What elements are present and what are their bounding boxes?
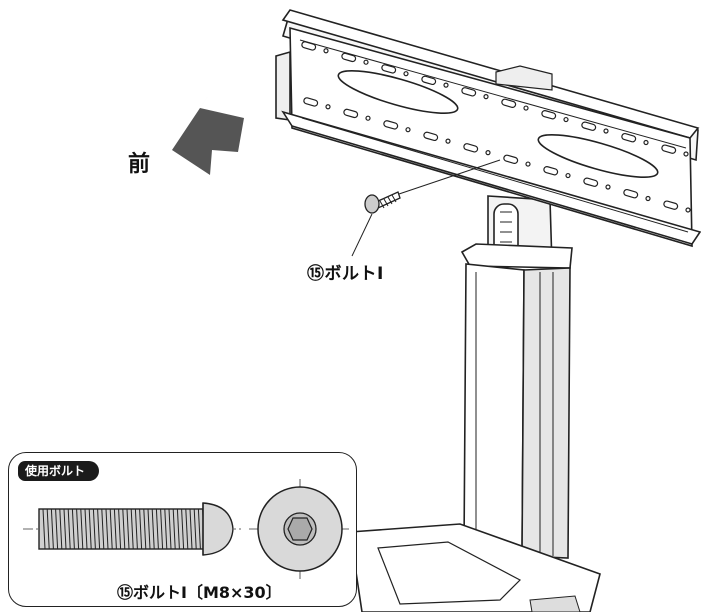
thread-line (42, 508, 46, 550)
plate-hole (405, 127, 411, 133)
thread-line (130, 508, 134, 550)
plate-hole (605, 184, 611, 190)
bolt-threaded-shaft (38, 508, 206, 550)
plate-slot (341, 52, 357, 63)
plate-hole (645, 195, 651, 202)
plate-slot (421, 75, 437, 86)
thread-line (134, 508, 138, 550)
thread-line (168, 508, 172, 550)
thread-line (189, 508, 193, 550)
plate-slot (623, 188, 639, 199)
hex-socket-icon (287, 517, 313, 541)
thread-line (151, 508, 155, 550)
thread-line (139, 508, 143, 550)
thread-line (181, 508, 185, 550)
thread-line (50, 508, 54, 550)
front-direction-label: 前 (128, 152, 151, 177)
plate-slots (301, 41, 691, 213)
plate-hole (365, 115, 371, 121)
thread-line (59, 508, 63, 550)
plate-hole (325, 104, 331, 110)
thread-line (172, 508, 176, 550)
plate-slot (543, 166, 559, 176)
plate-slot (581, 121, 597, 131)
plate-hole (485, 150, 491, 156)
bolt-in-scene (364, 191, 401, 214)
plate-hole (685, 207, 691, 213)
thread-line (80, 508, 84, 550)
thread-line (46, 508, 50, 550)
plate-slot (383, 120, 399, 130)
thread-line (88, 508, 92, 550)
mounting-plate (275, 9, 701, 248)
plate-slot (301, 41, 317, 51)
thread-line (113, 508, 117, 550)
thread-line (97, 508, 101, 550)
plate-slot (303, 97, 319, 107)
thread-line (197, 508, 201, 550)
thread-line (76, 508, 80, 550)
bolt-leader-line (398, 159, 501, 195)
thread-line (84, 508, 88, 550)
plate-slot (381, 64, 397, 74)
thread-line (92, 508, 96, 550)
plate-hole (643, 139, 649, 146)
plate-hole (483, 94, 489, 100)
thread-line (155, 508, 159, 550)
thread-line (55, 508, 59, 550)
bolt-detail-caption: ⑮ボルトI〔M8×30〕 (117, 583, 282, 602)
front-direction-arrow-icon (172, 96, 244, 175)
thread-line (160, 508, 164, 550)
plate-slot (661, 144, 677, 154)
plate-hole (603, 128, 609, 134)
thread-line (143, 508, 147, 550)
plate-slot (423, 131, 439, 142)
thread-line (105, 508, 109, 550)
bolt-callout-label: ⑮ボルトI (307, 264, 384, 284)
thread-line (109, 508, 113, 550)
thread-line (193, 508, 197, 550)
plate-hole (445, 138, 451, 144)
plate-hole (443, 82, 449, 88)
plate-hole (683, 151, 689, 157)
stand-column (460, 195, 573, 559)
thread-line (63, 508, 67, 550)
plate-slot (621, 132, 637, 143)
thread-line (122, 508, 126, 550)
plate-slot (663, 200, 679, 210)
plate-slot (461, 87, 477, 97)
plate-hole (323, 48, 329, 54)
thread-line (67, 508, 71, 550)
thread-line (71, 508, 75, 550)
plate-hole (525, 161, 531, 167)
thread-line (164, 508, 168, 550)
plate-slot (501, 98, 517, 108)
plate-hole (563, 116, 569, 123)
plate-hole (363, 59, 369, 65)
thread-line (185, 508, 189, 550)
thread-line (176, 508, 180, 550)
plate-slot (463, 143, 479, 153)
thread-line (147, 508, 151, 550)
plate-slot (503, 154, 519, 164)
thread-line (118, 508, 122, 550)
bolt-detail-box: 使用ボルト ⑮ボルトI〔M8×30〕 (8, 452, 357, 607)
plate-slot (343, 108, 359, 119)
plate-hole (403, 71, 409, 77)
thread-line (101, 508, 105, 550)
plate-slot (541, 110, 557, 120)
bolt-detail-drawing (23, 479, 351, 579)
thread-line (126, 508, 130, 550)
plate-hole (565, 172, 571, 179)
plate-hole (523, 105, 529, 111)
plate-slot (583, 177, 599, 187)
bolt-head-side-view (202, 502, 234, 556)
base-shelf (349, 523, 601, 612)
bolt-head-front-view (249, 479, 351, 579)
used-bolt-badge: 使用ボルト (18, 461, 100, 481)
bolt-callout-line (351, 213, 373, 257)
